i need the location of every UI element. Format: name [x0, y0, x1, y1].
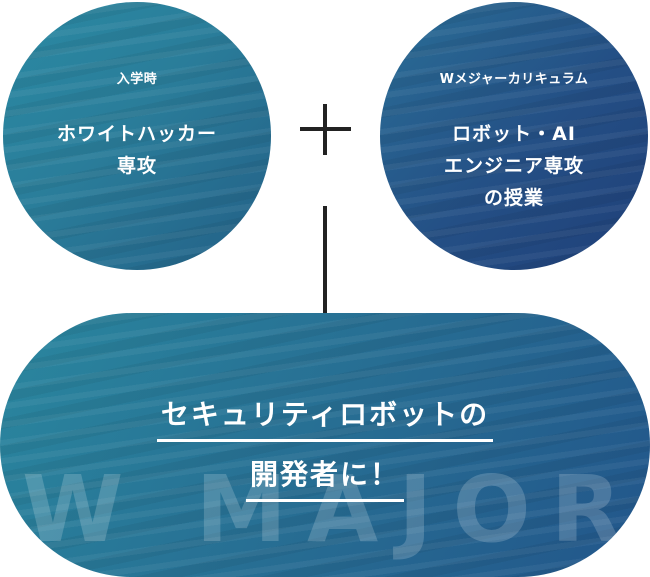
entry-major-title-line1: ホワイトハッカー [56, 123, 217, 145]
result-line2: 開発者に！ [0, 453, 650, 502]
double-major-label: Wメジャーカリキュラム [439, 72, 589, 87]
entry-major-title: ホワイトハッカー 専攻 [3, 118, 271, 182]
circle-stripe-pattern [3, 2, 271, 270]
double-major-title-line2: エンジニア専攻 [443, 155, 584, 177]
double-major-circle: Wメジャーカリキュラム ロボット・AI エンジニア専攻 の授業 [380, 2, 648, 270]
plus-icon-vertical [323, 104, 327, 155]
result-line2-text: 開発者に！ [245, 453, 404, 502]
circle-stripe-pattern [380, 2, 648, 270]
down-arrow-shaft [323, 206, 327, 331]
w-major-watermark: W MAJOR [22, 456, 642, 563]
entry-major-title-line2: 専攻 [116, 155, 157, 177]
entry-label: 入学時 [116, 72, 158, 87]
pill-stripe-pattern [0, 313, 650, 577]
result-line1: セキュリティロボットの [0, 393, 650, 442]
result-line1-text: セキュリティロボットの [156, 393, 494, 442]
double-major-title: ロボット・AI エンジニア専攻 の授業 [380, 118, 648, 214]
double-major-title-line3: の授業 [483, 187, 544, 209]
entry-major-circle: 入学時 ホワイトハッカー 専攻 [3, 2, 271, 270]
double-major-title-line1: ロボット・AI [452, 123, 576, 145]
result-pill: W MAJOR セキュリティロボットの 開発者に！ [0, 313, 650, 577]
